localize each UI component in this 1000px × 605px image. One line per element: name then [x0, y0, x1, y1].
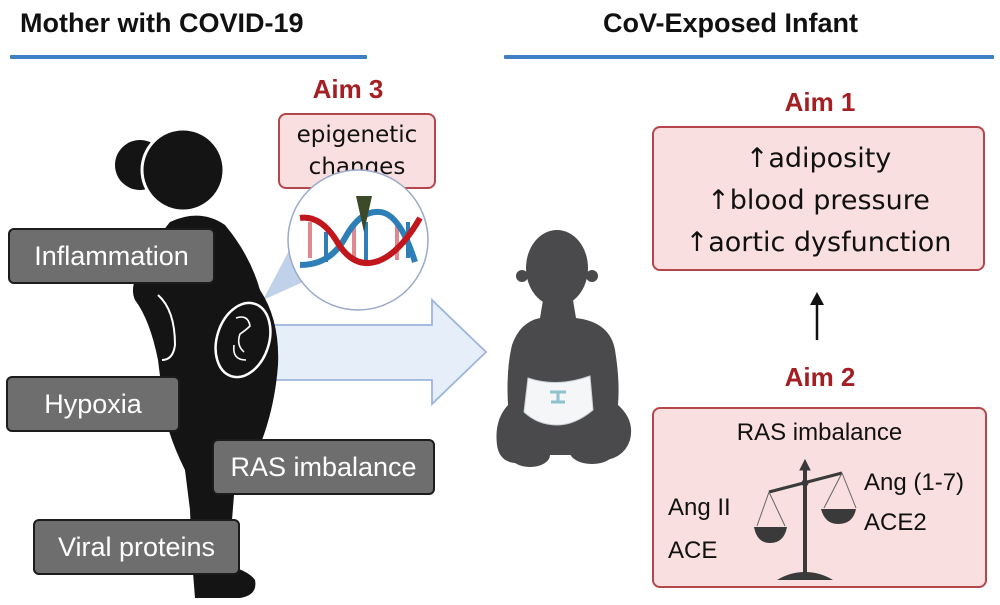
ang-ii-label: Ang II [668, 494, 731, 521]
ace-label: ACE [668, 537, 718, 564]
mother-panel-title: Mother with COVID-19 [20, 8, 304, 38]
infant-panel-rule [504, 55, 994, 59]
up-arrow-icon: ↑ [707, 185, 730, 216]
aim1-outcome: ↑adiposity [745, 143, 892, 174]
up-arrow-icon: ↑ [745, 143, 769, 174]
up-arrow-icon: ↑ [685, 227, 709, 258]
factor-label-inflammation: Inflammation [8, 228, 215, 284]
aim3-label: Aim 3 [312, 74, 384, 104]
ace2-label: ACE2 [864, 509, 927, 536]
mother-panel-rule [10, 55, 367, 59]
aim1-box: ↑adiposity ↑blood pressure ↑aortic dysfu… [652, 126, 985, 271]
ang-1-7-label: Ang (1-7) [864, 469, 965, 496]
aim1-label: Aim 1 [784, 87, 856, 117]
aim2-box: RAS imbalance Ang II ACE Ang (1-7) ACE2 [652, 407, 987, 588]
infant-panel-title: CoV-Exposed Infant [603, 8, 859, 38]
factor-label-viral-proteins: Viral proteins [33, 519, 240, 575]
aim2-box-title: RAS imbalance [736, 419, 903, 446]
aim3-box-line-1: epigenetic [296, 122, 418, 148]
aim1-outcome: ↑aortic dysfunction [685, 227, 952, 258]
factor-label-ras-imbalance: RAS imbalance [212, 439, 435, 495]
factor-label-hypoxia: Hypoxia [6, 376, 180, 432]
aim1-outcome: ↑blood pressure [707, 185, 930, 216]
aim2-label: Aim 2 [784, 362, 856, 392]
